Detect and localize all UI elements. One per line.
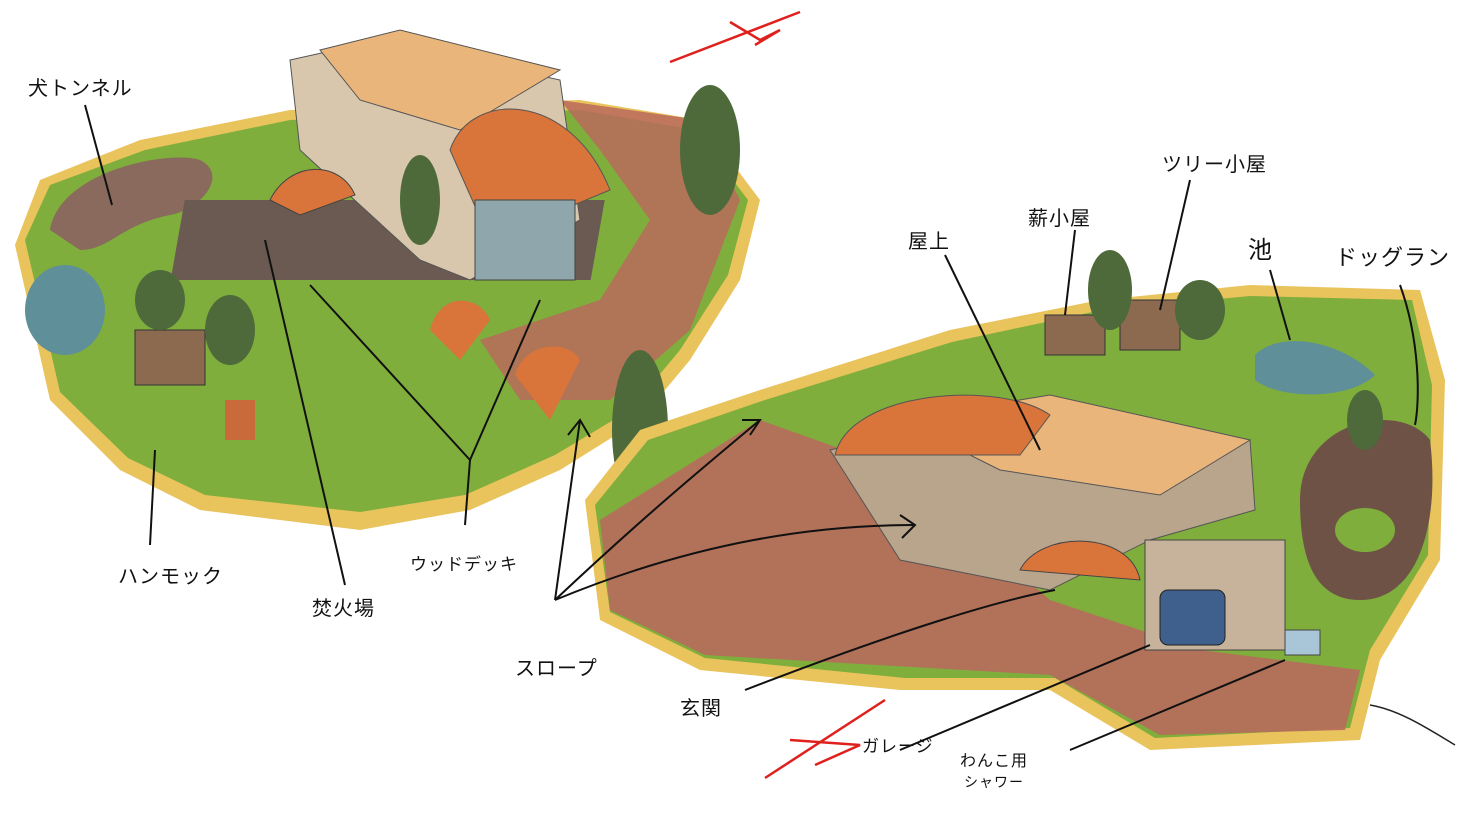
right-edge-line — [1369, 704, 1456, 746]
label-dog-shower: わんこ用 シャワー — [960, 750, 1028, 794]
tree-house — [1119, 299, 1181, 351]
right-pond — [1255, 341, 1375, 395]
left-island — [15, 29, 760, 530]
label-rooftop: 屋上 — [908, 229, 950, 253]
label-dog-run: ドッグラン — [1335, 246, 1451, 271]
label-dog-tunnel: 犬トンネル — [28, 76, 133, 100]
main-house-glass — [474, 199, 576, 281]
label-dog-shower-line2: シャワー — [964, 775, 1024, 791]
hammock-hut — [134, 329, 206, 386]
label-entrance: 玄関 — [680, 696, 722, 720]
leader-lines — [84, 104, 1419, 751]
right-house-dome-roof — [834, 394, 1051, 456]
main-house-rooftop — [319, 29, 562, 131]
arrow-heads — [567, 418, 917, 539]
entrance-canopy — [1019, 540, 1141, 581]
label-wood-shed: 薪小屋 — [1028, 206, 1091, 230]
garage-car — [1159, 589, 1226, 646]
dog-shower-pad — [1284, 629, 1321, 656]
label-pond: 池 — [1248, 236, 1273, 264]
label-slope: スロープ — [515, 656, 598, 680]
left-pond — [25, 265, 105, 355]
right-trees — [1088, 250, 1383, 450]
north-mark-icon — [669, 10, 886, 780]
dog-run-center — [1335, 508, 1395, 552]
brick-path — [480, 100, 740, 400]
label-hammock: ハンモック — [118, 564, 223, 588]
small-arch-1 — [430, 300, 490, 360]
fire-pit-arch — [269, 168, 356, 216]
label-dog-shower-line1: わんこ用 — [960, 751, 1029, 770]
driveway — [600, 420, 1360, 735]
label-fire-pit: 焚火場 — [312, 596, 375, 620]
right-island — [585, 250, 1445, 750]
label-garage: ガレージ — [862, 737, 934, 757]
bench — [225, 400, 255, 440]
label-tree-house: ツリー小屋 — [1162, 152, 1267, 176]
wood-shed — [1044, 314, 1106, 356]
small-arch-2 — [515, 346, 580, 420]
label-wood-deck: ウッドデッキ — [410, 555, 518, 575]
dog-tunnel-track — [50, 157, 213, 250]
